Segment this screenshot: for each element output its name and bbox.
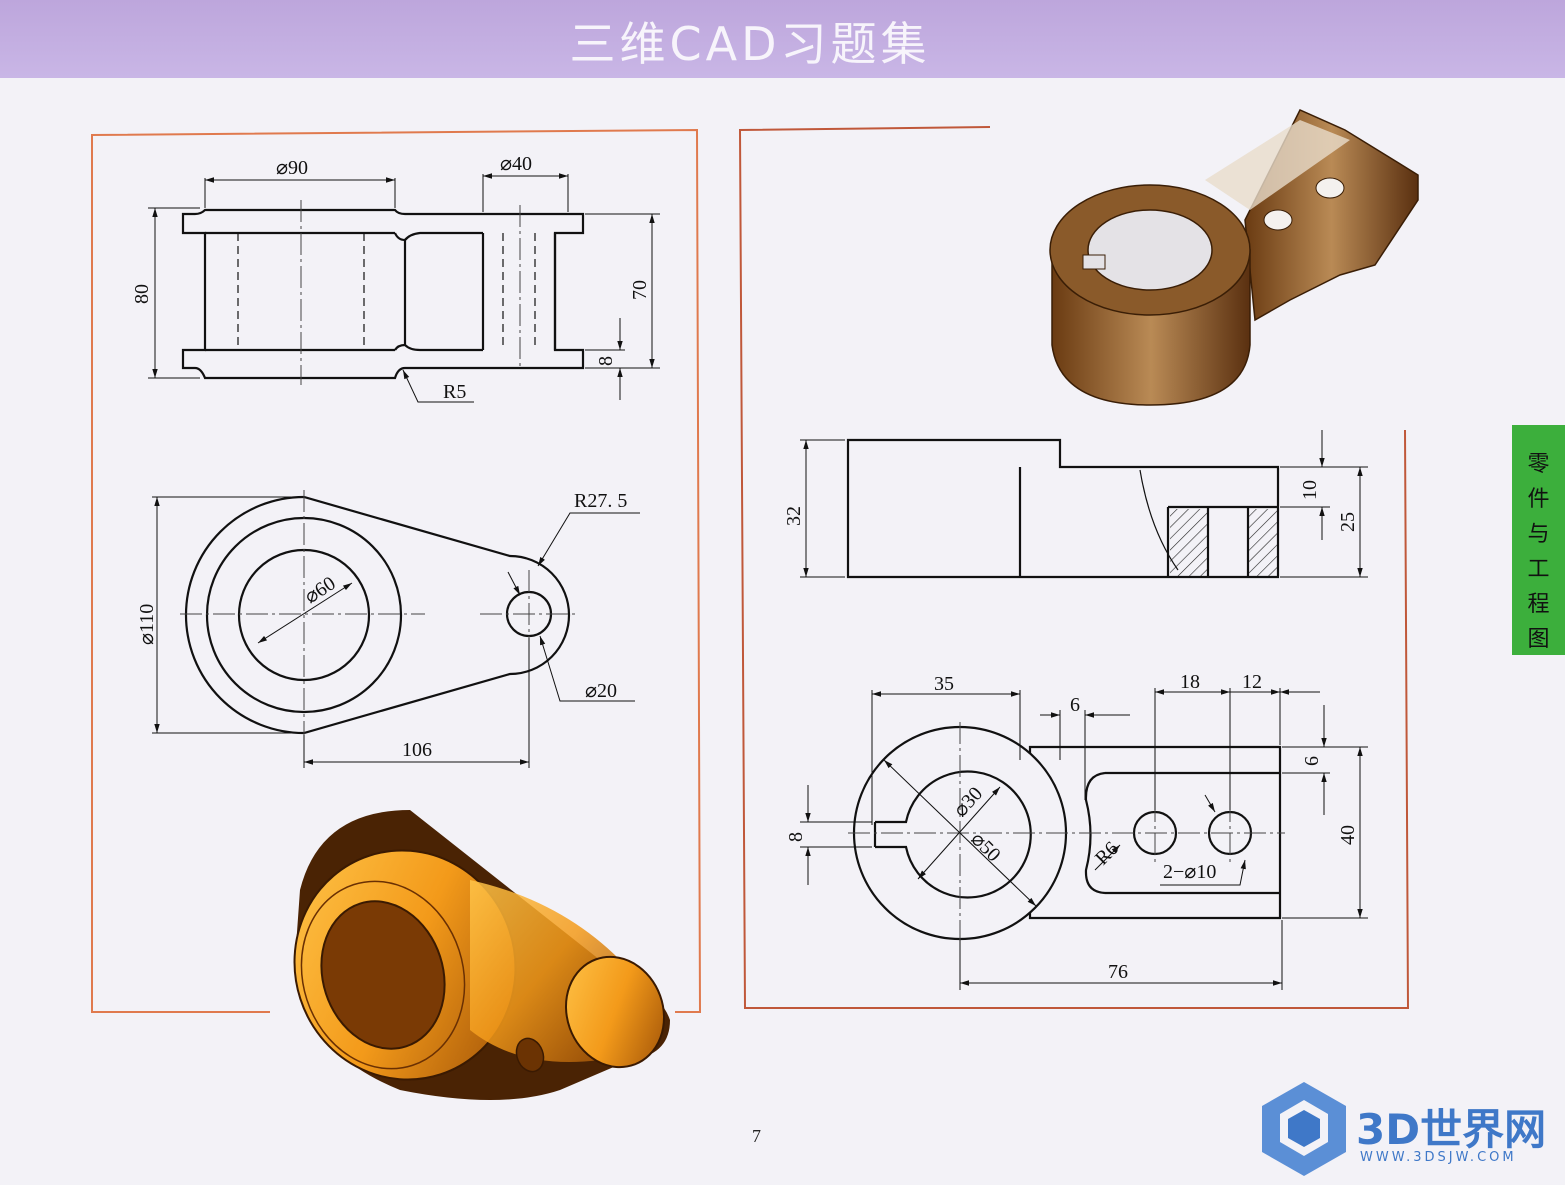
- logo-cube-icon: [1262, 1082, 1346, 1176]
- side-tab-char: 程: [1527, 592, 1550, 617]
- dim-h-40: 40: [1337, 825, 1359, 845]
- right-front-dims: [800, 430, 1368, 578]
- side-tab-char: 零: [1527, 452, 1550, 477]
- left-top-dim-text: R27. 5 ⌀110 ⌀60 ⌀20 106: [136, 490, 627, 761]
- side-tab-char: 图: [1527, 627, 1550, 652]
- left-3d-model: [293, 810, 670, 1100]
- dim-w-35: 35: [934, 673, 954, 695]
- left-front-view: [181, 208, 585, 380]
- dim-w-18: 18: [1180, 671, 1200, 693]
- dim-h-25: 25: [1337, 512, 1359, 532]
- dim-h-8: 8: [785, 832, 807, 842]
- dim-h-70: 70: [629, 280, 651, 300]
- dim-r-6: R6: [1091, 837, 1123, 869]
- left-frame: [91, 128, 702, 1013]
- left-top-view: [184, 495, 571, 735]
- dim-dia-30: ⌀30: [949, 783, 987, 822]
- right-front-dim-text: 32 10 25: [783, 480, 1359, 532]
- side-tab-char: 与: [1527, 522, 1550, 547]
- dim-len-76: 76: [1108, 961, 1128, 983]
- dim-holes: 2−⌀10: [1163, 861, 1216, 883]
- right-top-dims: [800, 688, 1368, 990]
- dim-dia-110: ⌀110: [136, 604, 158, 645]
- site-logo-text: 3D世界网: [1356, 1105, 1547, 1154]
- page-title: 三维CAD习题集: [569, 17, 931, 71]
- right-3d-model: [1049, 109, 1419, 406]
- left-front-dims: [148, 173, 660, 403]
- dim-w-12: 12: [1242, 671, 1262, 693]
- left-front-center: [300, 200, 521, 385]
- dim-h-6: 6: [1301, 756, 1323, 766]
- left-top-dims: [152, 496, 640, 768]
- left-front-dim-text: ⌀90 ⌀40 80 70 8 R5: [131, 153, 651, 403]
- header-band: [0, 0, 1565, 78]
- dim-dia-20: ⌀20: [585, 680, 617, 702]
- dim-dia-60: ⌀60: [301, 572, 340, 608]
- page-number: 7: [752, 1126, 761, 1146]
- side-tab-char: 工: [1527, 557, 1550, 582]
- side-tab: 零 件 与 工 程 图: [1512, 425, 1565, 655]
- dim-h-8: 8: [595, 356, 617, 366]
- dim-h-32: 32: [783, 506, 805, 526]
- dim-h-10: 10: [1299, 480, 1321, 500]
- dim-dia-90: ⌀90: [276, 157, 308, 179]
- right-frame: [738, 126, 1410, 1009]
- dim-len-106: 106: [402, 739, 432, 761]
- dim-r-27-5: R27. 5: [574, 490, 627, 512]
- right-front-view: [846, 438, 1280, 579]
- right-top-dim-text: 35 6 18 12 6 8 ⌀30 ⌀50 R6 2−⌀10 40 76: [785, 671, 1359, 983]
- dim-h-80: 80: [131, 284, 153, 304]
- side-tab-char: 件: [1527, 487, 1550, 512]
- dim-r-5: R5: [443, 381, 466, 403]
- left-front-hidden: [237, 233, 536, 350]
- right-front-hatch: [1170, 509, 1277, 576]
- dim-dia-50: ⌀50: [966, 828, 1004, 866]
- site-logo-url: WWW.3DSJW.COM: [1360, 1150, 1517, 1165]
- dim-w-6: 6: [1070, 694, 1080, 716]
- dim-dia-40: ⌀40: [500, 153, 532, 175]
- right-top-center: [848, 722, 1285, 945]
